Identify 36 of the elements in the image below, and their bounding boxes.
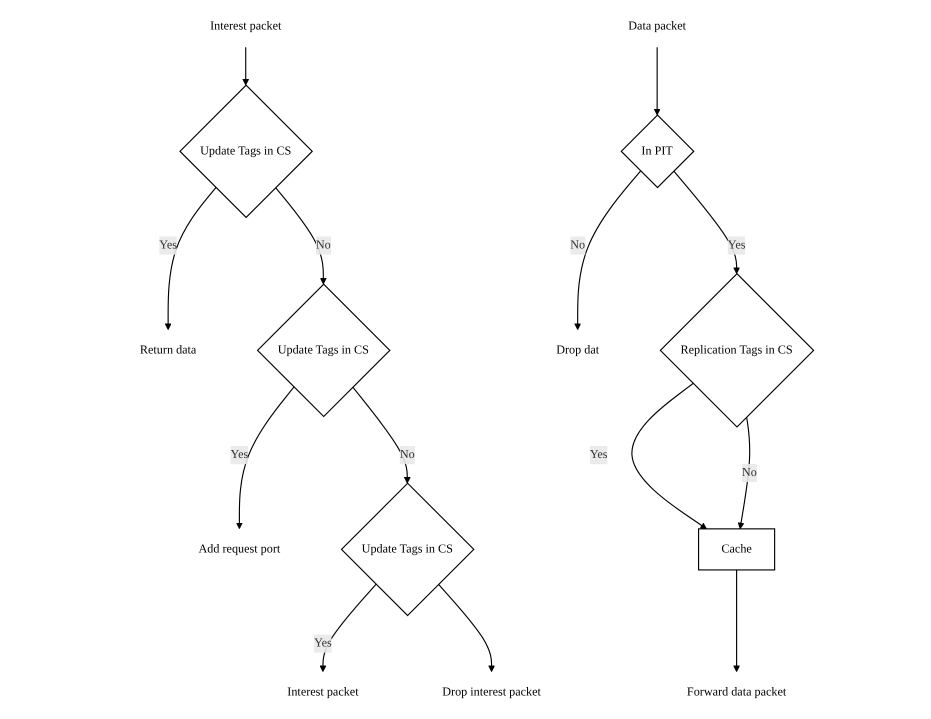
edge-label: Yes [590,448,608,462]
arrow [673,170,740,274]
edge-label: Yes [728,238,746,252]
node-diamond: Update Tags in CS [179,84,314,218]
arrow [275,187,327,285]
edge-label: No [742,466,757,480]
edge-label: No [400,448,415,462]
node-text: Drop interest packet [442,686,542,698]
arrow [164,187,216,330]
edge-label: Yes [230,448,248,462]
edge-label: No [570,238,586,252]
node-text: Interest packet [287,686,359,698]
node-diamond: In PIT [620,114,695,188]
arrow [632,383,708,530]
node-text: Forward data packet [687,686,786,698]
node-box: Cache [698,528,776,571]
node-text: Drop dat [556,344,600,356]
node-text: Data packet [628,20,686,33]
node-diamond: Update Tags in CS [256,283,391,418]
arrow [438,584,496,672]
arrow [738,416,750,530]
node-text: Add request port [198,542,280,556]
arrow [320,584,377,672]
node-diamond: Replication Tags in CS [660,272,815,428]
edge-label: Yes [159,238,178,252]
arrow [574,170,642,330]
node-diamond: Update Tags in CS [340,482,475,616]
edge-label: No [316,238,331,252]
node-text: Return data [140,344,196,356]
edge-label: Yes [314,636,332,650]
arrow [352,386,411,484]
arrow [733,570,740,672]
arrow [236,386,294,530]
arrow [242,47,250,86]
arrow [654,47,661,116]
node-text: Interest packet [210,20,282,33]
